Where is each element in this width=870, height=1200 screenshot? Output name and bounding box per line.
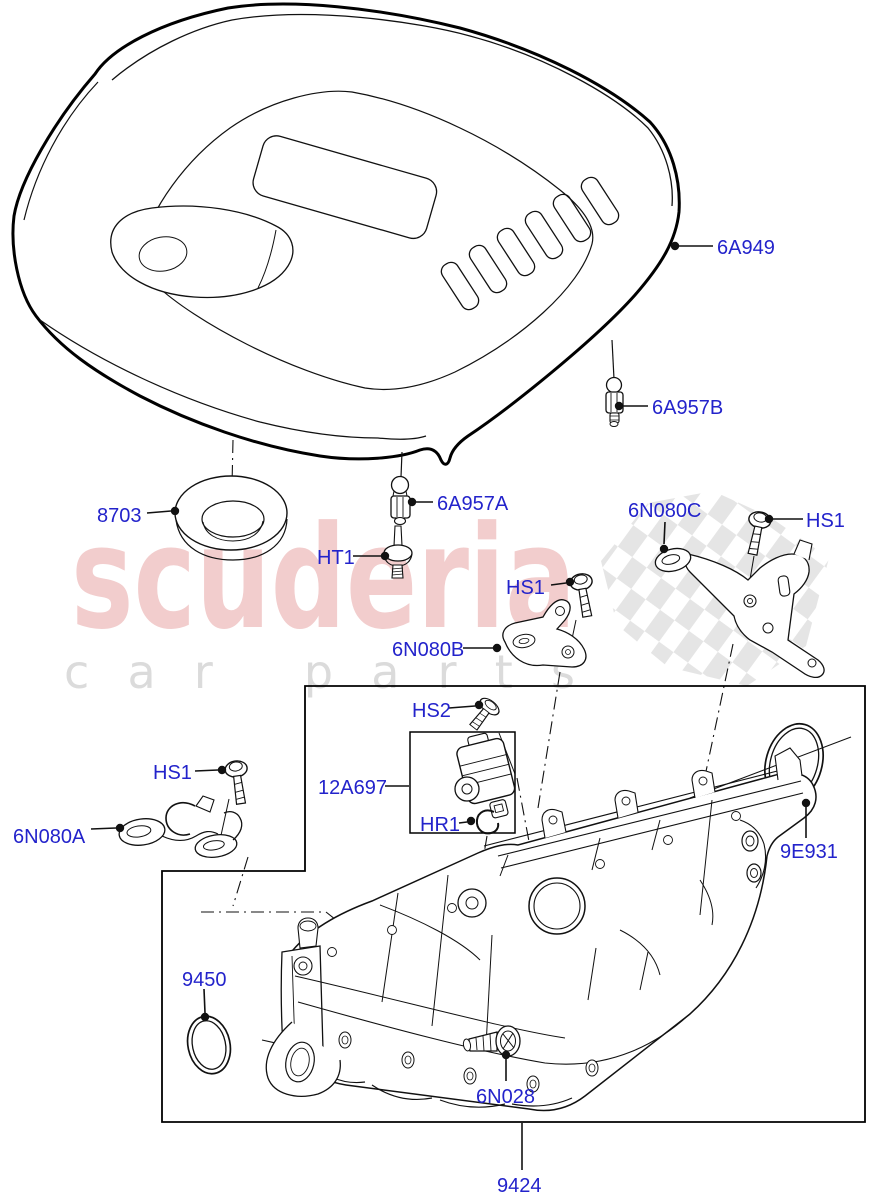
stud-6a957a-drawing [390, 475, 411, 526]
leader-dot [659, 544, 669, 554]
leader-line [448, 705, 476, 709]
stud-6a957b-drawing [605, 376, 624, 427]
part-label-hs1-1[interactable]: HS1 [764, 510, 845, 532]
seal-9450-drawing [186, 1015, 232, 1075]
leader-dot [200, 1012, 210, 1022]
part-label-text[interactable]: 9E931 [780, 841, 838, 863]
part-label-text[interactable]: 8703 [97, 505, 142, 527]
stud-ht1-drawing [383, 525, 413, 579]
leader-dot [115, 823, 125, 833]
bolt-6n028-drawing [462, 1025, 521, 1057]
part-label-6a949[interactable]: 6A949 [670, 237, 775, 259]
leader-line [663, 521, 666, 545]
part-label-9e931[interactable]: 9E931 [780, 798, 838, 863]
leader-line [458, 821, 468, 824]
manifold-bolt-holes [327, 811, 741, 1093]
leader-line [146, 510, 172, 514]
bolt-hs1-left [223, 758, 253, 806]
leader-dot [170, 506, 180, 516]
leader-dot [670, 241, 680, 251]
part-label-text[interactable]: 6N080A [13, 826, 86, 848]
part-label-text[interactable]: 6N028 [476, 1086, 535, 1108]
leader-line [203, 988, 206, 1014]
part-label-6a957a[interactable]: 6A957A [407, 493, 509, 515]
assembly-box-9424 [161, 685, 866, 1123]
part-label-text[interactable]: HS1 [506, 577, 545, 599]
leader-dot [407, 497, 417, 507]
sensor-box-12a697 [409, 731, 516, 834]
bracket-6n080b-drawing [502, 599, 587, 668]
part-label-text[interactable]: HT1 [317, 547, 355, 569]
part-label-text[interactable]: 6N080C [628, 500, 701, 522]
part-label-9424[interactable]: 9424 [497, 1123, 542, 1197]
part-label-9450[interactable]: 9450 [182, 969, 227, 1022]
part-label-6n080c[interactable]: 6N080C [628, 500, 701, 554]
part-label-text[interactable]: 9450 [182, 969, 227, 991]
bolt-hs2 [464, 694, 503, 735]
part-label-text[interactable]: HS1 [153, 762, 192, 784]
part-label-hs2[interactable]: HS2 [412, 700, 484, 722]
bracket-6n080a-drawing [118, 795, 243, 859]
part-label-6a957b[interactable]: 6A957B [614, 397, 723, 419]
intake-manifold-drawing [265, 747, 817, 1112]
leader-dot [492, 643, 502, 653]
leader-dot [474, 700, 484, 710]
leader-dot [801, 798, 811, 808]
part-label-text[interactable]: 9424 [497, 1175, 542, 1197]
clip-hr1-drawing [475, 809, 500, 835]
leader-dot [501, 1050, 511, 1060]
part-label-6n080b[interactable]: 6N080B [392, 639, 502, 661]
part-label-hr1[interactable]: HR1 [420, 814, 476, 836]
bracket-6n080c-drawing [654, 539, 825, 679]
grommet-8703-drawing [174, 475, 288, 561]
part-label-text[interactable]: HR1 [420, 814, 460, 836]
leader-dot [380, 551, 390, 561]
leader-dot [466, 816, 476, 826]
engine-cover-drawing [11, 2, 681, 478]
leader-line [550, 582, 567, 586]
part-label-text[interactable]: 6A957B [652, 397, 723, 419]
part-label-text[interactable]: 6N080B [392, 639, 464, 661]
part-label-text[interactable]: 6A957A [437, 493, 509, 515]
part-label-6n028[interactable]: 6N028 [476, 1050, 535, 1108]
part-label-hs1-3[interactable]: HS1 [153, 762, 227, 784]
part-label-text[interactable]: 12A697 [318, 777, 387, 799]
leader-dot [614, 401, 624, 411]
leader-line [194, 769, 219, 772]
part-label-text[interactable]: HS1 [806, 510, 845, 532]
part-label-6n080a[interactable]: 6N080A [13, 823, 125, 848]
part-label-text[interactable]: HS2 [412, 700, 451, 722]
sensor-12a697-drawing [454, 732, 516, 819]
part-label-text[interactable]: 6A949 [717, 237, 775, 259]
part-label-8703[interactable]: 8703 [97, 505, 180, 527]
part-label-ht1[interactable]: HT1 [317, 547, 390, 569]
leader-dot [565, 577, 575, 587]
leader-dot [217, 765, 227, 775]
part-label-hs1-2[interactable]: HS1 [506, 577, 575, 599]
watermark-line1: scuderia [71, 496, 576, 661]
part-label-12a697[interactable]: 12A697 [318, 777, 409, 799]
leader-line [90, 827, 117, 830]
watermark-line2: car parts [64, 645, 575, 699]
cover-vents [440, 176, 620, 311]
leader-dot [764, 514, 774, 524]
